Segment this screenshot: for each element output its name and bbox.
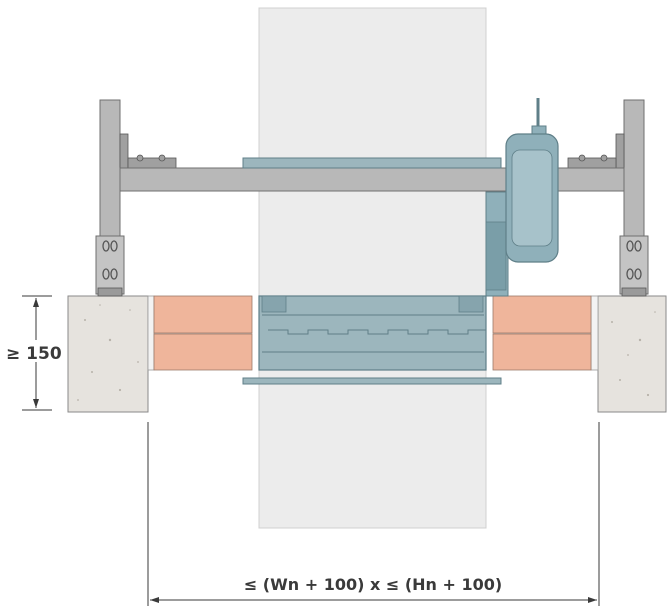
steel-post-left — [95, 99, 125, 297]
infill-left — [147, 295, 155, 371]
brick-infill-right — [492, 295, 592, 371]
height-dimension — [22, 295, 52, 411]
height-label-bg — [4, 340, 44, 362]
damper-top-flange — [242, 157, 502, 169]
width-dimension-label: ≤ (Wn + 100) x ≤ (Hn + 100) — [244, 575, 502, 594]
infill-right — [590, 295, 599, 371]
damper-bottom-flange — [242, 377, 502, 385]
height-dimension-label: ≥ 150 — [6, 344, 62, 364]
bracket-bolts-left — [119, 133, 177, 171]
actuator-support — [485, 191, 509, 297]
concrete-wall-right — [597, 295, 667, 413]
damper-body — [258, 295, 487, 371]
steel-post-right — [619, 99, 649, 297]
shaft-panel — [258, 7, 487, 529]
bracket-bolts-right — [567, 133, 625, 171]
brick-infill-left — [153, 295, 253, 371]
width-dimension — [147, 422, 600, 606]
actuator-motor — [505, 98, 559, 263]
concrete-wall-left — [67, 295, 149, 413]
